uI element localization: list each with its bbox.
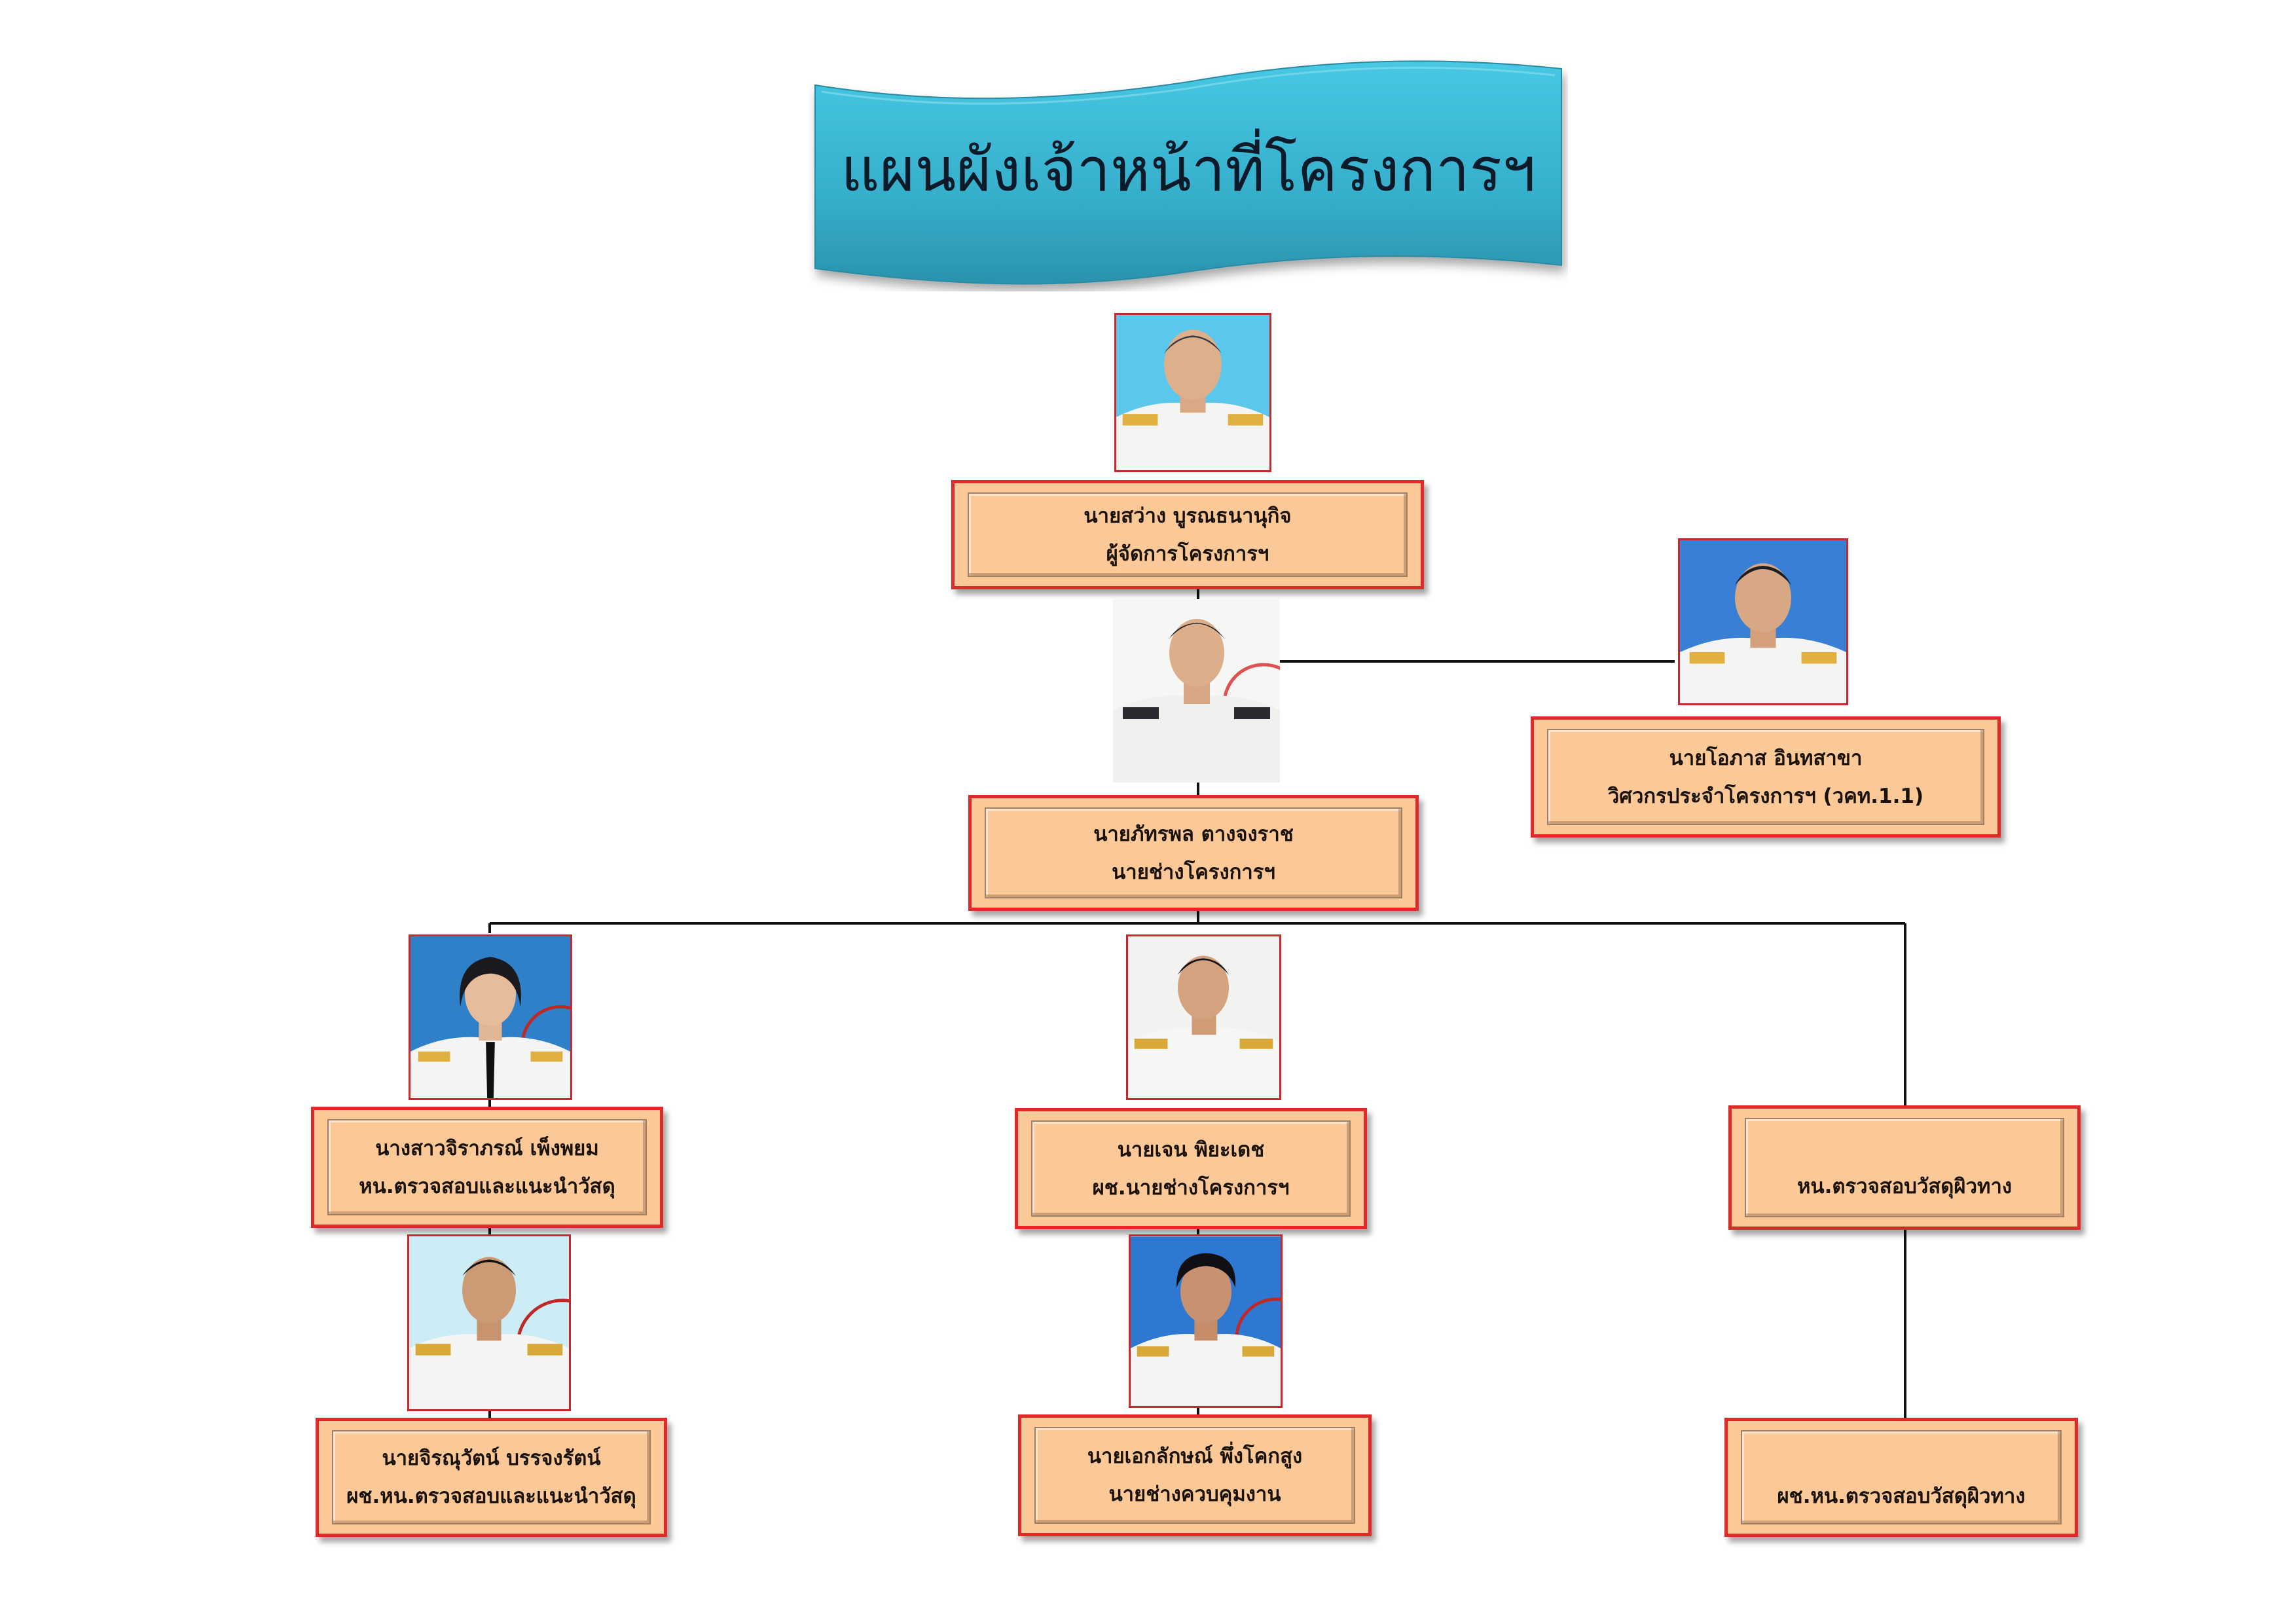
person-portrait-icon: [1113, 599, 1280, 783]
photo-assistant-technician: [1126, 934, 1281, 1100]
photo-supervisor: [1129, 1234, 1283, 1408]
photo-materials-head: [409, 934, 572, 1100]
banner-ribbon-shape: [814, 60, 1562, 285]
person-portrait-icon: [1131, 1236, 1281, 1406]
org-box-surface-head: หน.ตรวจสอบวัสดุผิวทาง: [1728, 1105, 2081, 1230]
person-portrait-icon: [409, 1236, 569, 1409]
person-name: นางสาวจิราภรณ์ เพ็งพยม: [375, 1136, 599, 1160]
title-banner: แผนผังเจ้าหน้าที่โครงการฯ: [809, 56, 1568, 291]
photo-site-technician: [1113, 599, 1280, 783]
org-box-surface-assistant: ผช.หน.ตรวจสอบวัสดุผิวทาง: [1724, 1418, 2078, 1537]
person-name: นายภัทรพล ตางจงราช: [1093, 822, 1294, 846]
org-box-assistant-technician: นายเจน พิยะเดช ผช.นายช่างโครงการฯ: [1015, 1108, 1367, 1229]
person-portrait-icon: [410, 936, 570, 1098]
org-box-site-technician: นายภัทรพล ตางจงราช นายช่างโครงการฯ: [968, 795, 1419, 911]
org-box-manager: นายสว่าง บูรณธนานุกิจ ผู้จัดการโครงการฯ: [951, 480, 1424, 589]
person-portrait-icon: [1680, 540, 1846, 703]
person-role: หน.ตรวจสอบและแนะนำวัสดุ: [359, 1174, 615, 1198]
org-box-materials-assistant: นายจิรณุวัตน์ บรรจงรัตน์ ผช.หน.ตรวจสอบแล…: [316, 1418, 667, 1537]
photo-engineer: [1678, 538, 1848, 705]
person-name: นายจิรณุวัตน์ บรรจงรัตน์: [382, 1447, 601, 1470]
person-name: นายเจน พิยะเดช: [1117, 1137, 1265, 1162]
person-name: นายโอภาส อินทสาขา: [1669, 746, 1863, 770]
person-role: ผู้จัดการโครงการฯ: [1106, 542, 1269, 566]
org-box-engineer: นายโอภาส อินทสาขา วิศวกรประจำโครงการฯ (ว…: [1531, 716, 2001, 838]
person-role: ผช.หน.ตรวจสอบและแนะนำวัสดุ: [346, 1485, 636, 1508]
person-name: นายสว่าง บูรณธนานุกิจ: [1084, 504, 1292, 528]
org-box-supervisor: นายเอกลักษณ์ พึ่งโคกสูง นายช่างควบคุมงาน: [1018, 1414, 1372, 1536]
person-role: ผช.นายช่างโครงการฯ: [1092, 1175, 1290, 1200]
person-role: หน.ตรวจสอบวัสดุผิวทาง: [1797, 1175, 2012, 1198]
page-title: แผนผังเจ้าหน้าที่โครงการฯ: [841, 135, 1536, 205]
person-role: นายช่างควบคุมงาน: [1108, 1483, 1281, 1506]
person-role: วิศวกรประจำโครงการฯ (วคท.1.1): [1607, 784, 1924, 808]
photo-manager: [1114, 313, 1271, 472]
person-name: นายเอกลักษณ์ พึ่งโคกสูง: [1087, 1445, 1303, 1468]
person-portrait-icon: [1128, 936, 1279, 1098]
photo-materials-assistant: [407, 1234, 571, 1411]
person-role: นายช่างโครงการฯ: [1112, 860, 1275, 884]
org-box-materials-head: นางสาวจิราภรณ์ เพ็งพยม หน.ตรวจสอบและแนะน…: [311, 1107, 663, 1228]
person-portrait-icon: [1116, 315, 1269, 470]
person-role: ผช.หน.ตรวจสอบวัสดุผิวทาง: [1777, 1485, 2026, 1508]
